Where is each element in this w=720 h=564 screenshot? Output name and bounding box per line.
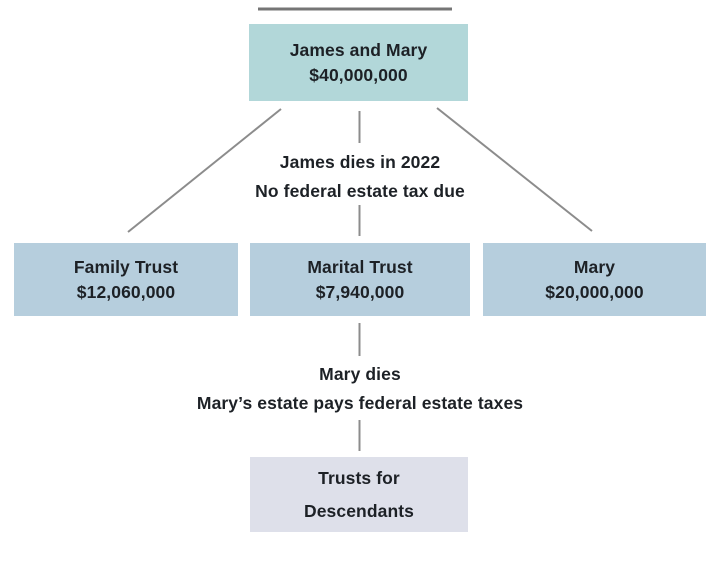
annotation-mary-death: Mary dies Mary’s estate pays federal est… <box>0 360 720 418</box>
node-mary-amount: $20,000,000 <box>545 281 644 302</box>
node-trusts-for-descendants-line2: Descendants <box>303 500 415 521</box>
node-james-and-mary: James and Mary $40,000,000 <box>249 24 468 101</box>
node-family-trust-amount: $12,060,000 <box>76 281 176 302</box>
node-family-trust: Family Trust $12,060,000 <box>14 243 238 316</box>
annotation-james-death-line1: James dies in 2022 <box>279 152 441 172</box>
node-mary-title: Mary <box>573 256 616 277</box>
node-trusts-for-descendants: Trusts for Descendants <box>250 457 468 532</box>
annotation-mary-death-line2: Mary’s estate pays federal estate taxes <box>196 393 524 413</box>
node-marital-trust: Marital Trust $7,940,000 <box>250 243 470 316</box>
annotation-james-death-line2: No federal estate tax due <box>255 181 465 201</box>
annotation-james-death: James dies in 2022 No federal estate tax… <box>0 148 720 206</box>
node-trusts-for-descendants-line1: Trusts for <box>318 467 400 488</box>
node-marital-trust-title: Marital Trust <box>307 256 413 277</box>
node-mary: Mary $20,000,000 <box>483 243 706 316</box>
node-james-and-mary-title: James and Mary <box>289 39 428 60</box>
node-james-and-mary-amount: $40,000,000 <box>309 64 408 85</box>
annotation-mary-death-line1: Mary dies <box>319 364 401 384</box>
node-family-trust-title: Family Trust <box>73 256 179 277</box>
node-marital-trust-amount: $7,940,000 <box>315 281 405 302</box>
